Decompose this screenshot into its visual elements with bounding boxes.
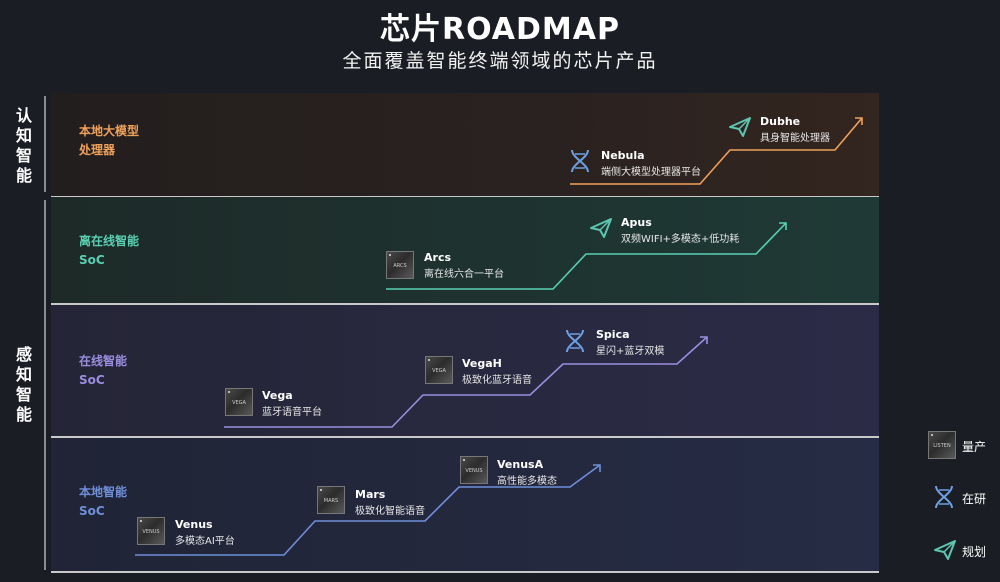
dna-icon (566, 329, 584, 353)
band-offline-online (51, 197, 879, 305)
arrow-local-llm (855, 117, 863, 125)
product-name-mars: Mars (355, 488, 386, 501)
paper-plane-icon (590, 218, 612, 238)
category-line1: 本地大模型 (79, 124, 140, 138)
line-offline-online (386, 222, 787, 290)
product-desc-venusa: 高性能多模态 (497, 476, 557, 487)
category-line1: 离在线智能 (79, 234, 140, 248)
product-name-vegah: VegaH (462, 357, 502, 370)
chip-icon: ARCS (386, 251, 414, 279)
paper-plane-icon (729, 117, 751, 137)
category-online: 在线智能 SoC (79, 352, 127, 390)
category-line2: SoC (79, 253, 105, 267)
legend-dna-icon (935, 485, 953, 509)
category-offline-online: 离在线智能 SoC (79, 232, 139, 270)
product-name-nebula: Nebula (601, 149, 645, 162)
category-local-llm: 本地大模型 处理器 (79, 122, 139, 160)
category-line1: 本地智能 (79, 485, 128, 499)
page-subtitle: 全面覆盖智能终端领域的芯片产品 (342, 50, 658, 72)
product-desc-dubhe: 具身智能处理器 (760, 133, 830, 144)
chip-icon: VENUS (137, 517, 165, 545)
chip-icon: VEGA (425, 356, 453, 384)
bracket-perceptive (44, 200, 46, 570)
category-line2: SoC (79, 373, 105, 387)
product-name-venus: Venus (175, 518, 213, 531)
chip-icon: VENUS (460, 456, 488, 484)
arrow-offline-online (779, 222, 787, 230)
product-name-dubhe: Dubhe (760, 115, 801, 128)
product-desc-spica: 星闪+蓝牙双模 (596, 346, 665, 357)
category-line2: 处理器 (79, 143, 116, 157)
bracket-cognitive (44, 96, 46, 192)
product-desc-venus: 多模态AI平台 (175, 536, 235, 547)
group-label-cognitive: 认知智能 (16, 106, 33, 185)
product-desc-vega: 蓝牙语音平台 (262, 407, 322, 418)
arrow-local (593, 464, 601, 472)
product-desc-mars: 极致化智能语音 (355, 506, 425, 517)
product-desc-apus: 双频WIFI+多模态+低功耗 (621, 234, 740, 245)
legend-planned: 规划 (962, 545, 987, 559)
arrow-online (700, 336, 708, 344)
band-online (51, 305, 879, 438)
line-local-llm (570, 117, 863, 185)
category-line2: SoC (79, 504, 105, 518)
product-name-apus: Apus (621, 216, 652, 229)
category-line1: 在线智能 (79, 354, 128, 368)
chip-icon: VEGA (225, 388, 253, 416)
product-desc-nebula: 端侧大模型处理器平台 (601, 167, 701, 178)
product-name-venusa: VenusA (497, 458, 544, 471)
category-local: 本地智能 SoC (79, 483, 127, 521)
page-title: 芯片ROADMAP (380, 12, 620, 47)
dna-icon (571, 149, 589, 173)
legend-mass-production: 量产 (962, 440, 987, 454)
chip-icon: MARS (317, 486, 345, 514)
product-name-spica: Spica (596, 328, 630, 341)
legend-in-development: 在研 (962, 492, 987, 506)
product-name-arcs: Arcs (424, 251, 452, 264)
product-name-vega: Vega (262, 389, 293, 402)
legend-paper-plane-icon (934, 540, 956, 560)
product-desc-vegah: 极致化蓝牙语音 (462, 375, 532, 386)
line-local (135, 464, 601, 556)
legend-chip-icon: LISTEN (928, 431, 956, 459)
line-online (224, 336, 708, 428)
product-desc-arcs: 离在线六合一平台 (424, 269, 504, 280)
group-label-perceptive: 感知智能 (16, 345, 33, 424)
